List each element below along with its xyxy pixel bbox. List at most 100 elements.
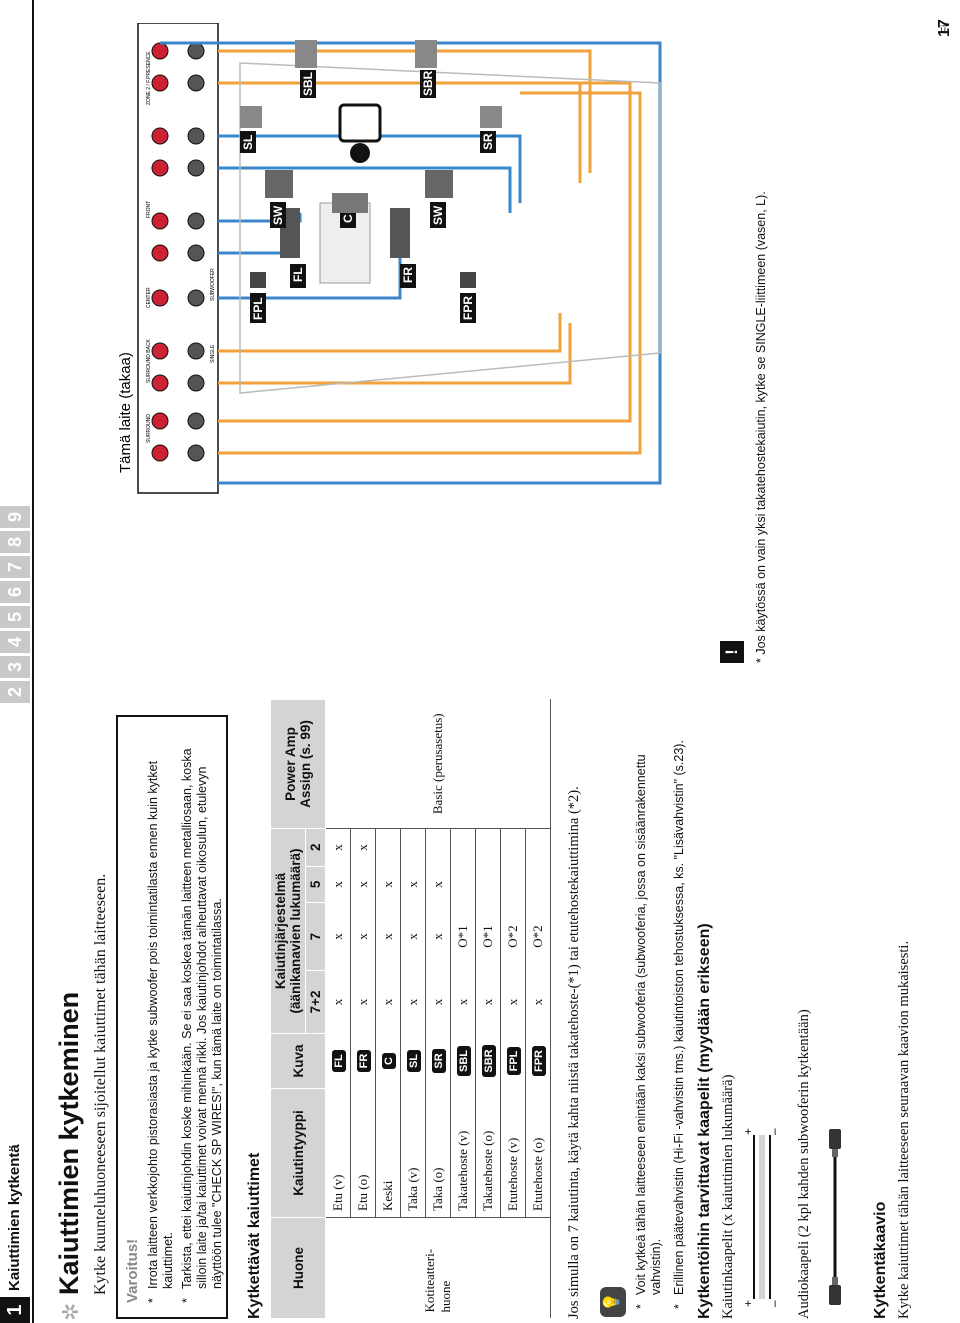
caution-item: *Irrota laitteen verkkojohto pistorasias… (146, 760, 175, 1303)
diagram-subtitle: Kytke kaiuttimet tähän laitteeseen seura… (896, 940, 912, 1319)
speaker-badge: SR (432, 1049, 446, 1073)
wiring-diagram: Tämä laite (takaa) SURROUND SURROUND BAC… (117, 23, 662, 494)
speaker-fr-icon (390, 208, 410, 258)
speaker-sbr-icon (415, 40, 437, 68)
device-label: Tämä laite (takaa) (117, 352, 134, 473)
terminal-label: SURROUND BACK (146, 338, 152, 383)
header-rule (32, 0, 34, 1323)
speaker-sr-icon (480, 106, 502, 128)
terminal-label: SURROUND (146, 414, 152, 443)
tip-item: *Voit kytkeä tähän laitteeseen enintään … (634, 754, 663, 1309)
single-terminal-note: * Jos käytössä on vain yksi takatehostek… (754, 191, 768, 663)
speaker-badge: SBR (482, 1045, 496, 1077)
subwoofer-icon (425, 170, 453, 198)
col-icon: Kuva (270, 1033, 326, 1089)
speaker-badge: SBL (457, 1046, 471, 1076)
plus-sign: + (742, 1300, 755, 1307)
speaker-cable-icon: + – + – (742, 1128, 781, 1307)
room-outline (239, 62, 661, 394)
step-9[interactable]: 9 (0, 506, 30, 528)
cables-title: Kytkentöihin tarvittavat kaapelit (myydä… (696, 923, 713, 1319)
power-amp-cell: Basic (perusasetus) (325, 699, 551, 829)
subwoofer-label: SUBWOOFER (210, 268, 216, 301)
table-heading: Kytkettävät kaiuttimet (246, 1152, 263, 1319)
step-3[interactable]: 3 (0, 656, 30, 678)
col-power-amp: Power Amp Assign (s. 99) (270, 699, 326, 829)
speaker-c-icon (332, 193, 368, 213)
section-title: Kaiuttimien kytkeminen (54, 991, 84, 1295)
speaker-fl-label (290, 264, 306, 288)
step-number-badge: 1 (0, 1297, 30, 1323)
speaker-sw-label (430, 202, 446, 228)
lightbulb-icon: 💡 (600, 1287, 626, 1317)
svg-text:FR: FR (401, 267, 415, 283)
speaker-fpr-label (460, 293, 476, 323)
speaker-wires (160, 41, 662, 485)
audio-cable-label: Audiokaapeli (2 kpl kahden subwooferin k… (796, 1009, 812, 1319)
terminal-label: ZONE 2 / F.PRESENCE (146, 51, 152, 105)
page-language: Fi (940, 24, 951, 33)
subcol: 7 (305, 902, 326, 971)
terminal-label: FRONT (146, 201, 152, 218)
speaker-sw-label (270, 202, 286, 228)
svg-text:SBL: SBL (301, 72, 315, 96)
subwoofer-icon (265, 170, 293, 198)
terminal-row (151, 42, 205, 462)
svg-text:SW: SW (271, 205, 285, 225)
header-title: Kaiuttimien kytkentä (6, 1144, 23, 1291)
speaker-sbr-label (420, 70, 436, 98)
speaker-sl-label (240, 131, 256, 153)
speaker-badge: SL (407, 1049, 421, 1073)
step-5[interactable]: 5 (0, 606, 30, 628)
minus-sign: – (767, 1128, 781, 1135)
speaker-fpr-icon (460, 272, 476, 288)
step-7[interactable]: 7 (0, 556, 30, 578)
speaker-badge: FPR (532, 1046, 546, 1076)
room-cell: Kotiteatteri-huone (325, 1217, 551, 1319)
audio-cable-icon (829, 1129, 841, 1305)
col-system: Kaiutinjärjestelmä (äänikanavien lukumää… (270, 828, 306, 1034)
caution-box: Varoitus! *Irrota laitteen verkkojohto p… (116, 715, 228, 1319)
svg-text:FPL: FPL (251, 297, 265, 320)
step-4[interactable]: 4 (0, 631, 30, 653)
step-2[interactable]: 2 (0, 681, 30, 703)
col-type: Kaiutintyyppi (270, 1088, 326, 1218)
speaker-badge: C (382, 1053, 396, 1069)
step-6[interactable]: 6 (0, 581, 30, 603)
speaker-badge: FR (357, 1049, 371, 1073)
col-room: Huone (270, 1217, 326, 1319)
speaker-sr-label (480, 131, 496, 153)
speaker-table: Huone Kaiutintyyppi Kuva Kaiutinjärjeste… (270, 699, 551, 1319)
plus-sign: + (742, 1128, 755, 1135)
subcol: 7+2 (305, 970, 326, 1034)
speaker-fr-label (400, 264, 416, 288)
speaker-fpl-icon (250, 272, 266, 288)
svg-text:SW: SW (431, 205, 445, 225)
svg-text:FPR: FPR (461, 296, 475, 320)
tip-item: *Erillinen päätevahvistin (Hi-Fi -vahvis… (672, 740, 686, 1309)
subcol: 5 (305, 866, 326, 903)
svg-text:C: C (341, 214, 355, 223)
diagram-title: Kytkentäkaavio (872, 1201, 889, 1319)
speaker-badge: FPL (507, 1046, 521, 1076)
speaker-fpl-label (250, 293, 266, 323)
caution-item: *Tarkista, ettei kaiutinjohdin koske mih… (180, 748, 224, 1303)
seven-speaker-note: Jos simulla on 7 kaiutinta, käytä kahta … (566, 786, 582, 1319)
subcol: 2 (305, 828, 326, 867)
speaker-sbl-label (300, 70, 316, 98)
speaker-sl-icon (240, 106, 262, 128)
single-label: SINGLE (210, 344, 216, 363)
svg-text:SL: SL (241, 135, 255, 150)
svg-text:SBR: SBR (421, 70, 435, 96)
section-intro: Kytke kuunteluhuoneeseen sijoitellut kai… (92, 873, 109, 1295)
terminal-label: CENTER (146, 287, 152, 308)
svg-text:FL: FL (291, 267, 305, 282)
listener-icon (338, 103, 382, 163)
step-8[interactable]: 8 (0, 531, 30, 553)
asterisk-icon: ✲ (58, 1302, 83, 1321)
step-nav: 2 3 4 5 6 7 8 9 (0, 506, 30, 703)
speaker-sbl-icon (295, 40, 317, 68)
minus-sign: – (767, 1300, 781, 1307)
table-row: Kotiteatteri-huone Etu (v) FL x x x x Ba… (325, 699, 551, 1319)
caution-title: Varoitus! (124, 1238, 141, 1303)
